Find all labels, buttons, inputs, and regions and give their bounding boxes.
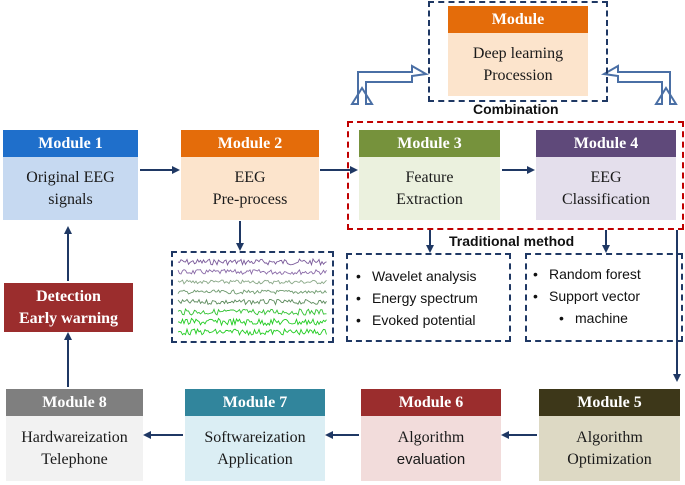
feature-methods-box: [346, 253, 511, 342]
eeg-trace: [177, 308, 327, 316]
module-5-line2: Optimization: [567, 450, 652, 468]
double-arrow-right: [600, 64, 678, 105]
module-7-line2: Application: [217, 450, 293, 468]
module-6-body: Algorithm evaluation: [361, 416, 501, 481]
classification-methods-box: [525, 253, 683, 342]
eeg-trace: [177, 327, 327, 337]
module-7-body: Softwareization Application: [185, 416, 325, 481]
module-3-line1: Feature: [405, 168, 454, 186]
deep-learning-line2: Procession: [483, 66, 553, 84]
deep-learning-line1: Deep learning: [472, 44, 564, 62]
module-4-line1: EEG: [590, 168, 622, 186]
eeg-trace: [177, 257, 327, 267]
module-8-line1: Hardwareization: [21, 428, 128, 446]
deep-learning-body: Deep learning Procession: [448, 33, 588, 96]
module-8-header: Module 8: [6, 389, 143, 416]
module-7-header: Module 7: [185, 389, 325, 416]
module-2-line2: Pre-process: [212, 190, 288, 208]
eeg-trace: [177, 317, 327, 327]
module-3-line2: Extraction: [396, 190, 463, 208]
classification-method-item-continued: machine: [527, 307, 641, 329]
module-1-line1: Original EEG: [26, 168, 115, 186]
module-5: Module 5 Algorithm Optimization: [539, 389, 680, 481]
feature-method-item: Wavelet analysis: [350, 265, 478, 287]
eeg-trace: [177, 279, 327, 285]
eeg-signal-image: [177, 257, 327, 337]
module-5-body: Algorithm Optimization: [539, 416, 680, 481]
module-8: Module 8 Hardwareization Telephone: [6, 389, 143, 481]
module-2-header: Module 2: [181, 130, 319, 157]
deep-learning-dashed-box: [428, 1, 608, 102]
module-1: Module 1 Original EEG signals: [3, 130, 138, 220]
module-5-line1: Algorithm: [576, 428, 643, 446]
detection-line2: Early warning: [18, 309, 119, 327]
feature-methods-list: Wavelet analysis Energy spectrum Evoked …: [350, 265, 478, 331]
module-3-body: Feature Extraction: [359, 157, 500, 220]
eeg-trace: [177, 289, 327, 295]
module-1-body: Original EEG signals: [3, 157, 138, 220]
double-arrow-left: [350, 64, 430, 105]
module-6-line2: evaluation: [396, 450, 466, 468]
feature-method-item: Energy spectrum: [350, 287, 478, 309]
module-4-body: EEG Classification: [536, 157, 676, 220]
module-3-header: Module 3: [359, 130, 500, 157]
module-4-line2: Classification: [562, 190, 650, 208]
module-7-line1: Softwareization: [204, 428, 306, 446]
feature-method-item: Evoked potential: [350, 309, 478, 331]
combination-dashed-box: [347, 121, 684, 230]
eeg-signal-dashed-box: [171, 251, 334, 343]
detection-early-warning-box: Detection Early warning: [4, 283, 133, 332]
module-6-line1: Algorithm: [397, 428, 465, 446]
module-8-body: Hardwareization Telephone: [6, 416, 143, 481]
module-2-body: EEG Pre-process: [181, 157, 319, 220]
deep-learning-header: Module: [448, 6, 588, 33]
module-1-header: Module 1: [3, 130, 138, 157]
module-6-header: Module 6: [361, 389, 501, 416]
module-5-header: Module 5: [539, 389, 680, 416]
module-8-line2: Telephone: [41, 450, 108, 468]
eeg-trace: [177, 268, 327, 276]
module-7: Module 7 Softwareization Application: [185, 389, 325, 481]
module-3: Module 3 Feature Extraction: [359, 130, 500, 220]
combination-label: Combination: [473, 101, 559, 117]
traditional-method-label: Traditional method: [449, 233, 575, 249]
module-2-line1: EEG: [234, 168, 266, 186]
classification-methods-list: Random forest Support vector machine: [527, 263, 641, 329]
detection-line1: Detection: [36, 287, 101, 305]
classification-method-item: Support vector: [527, 285, 641, 307]
module-4: Module 4 EEG Classification: [536, 130, 676, 220]
module-1-line2: signals: [48, 190, 93, 208]
deep-learning-module: Module Deep learning Procession: [448, 6, 588, 96]
module-2: Module 2 EEG Pre-process: [181, 130, 319, 220]
classification-method-item: Random forest: [527, 263, 641, 285]
eeg-trace: [177, 298, 327, 306]
module-6: Module 6 Algorithm evaluation: [361, 389, 501, 481]
module-4-header: Module 4: [536, 130, 676, 157]
